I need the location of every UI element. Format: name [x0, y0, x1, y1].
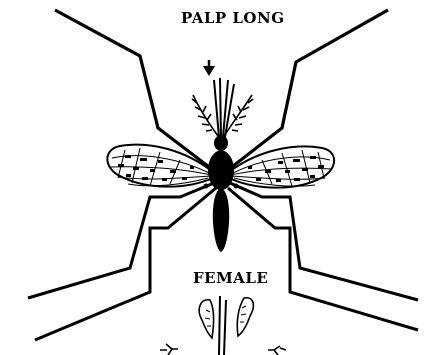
wing-right [229, 146, 334, 187]
hind-leg-right [228, 188, 418, 330]
middle-leg-left [28, 183, 214, 298]
thorax [208, 150, 234, 190]
wing-left [107, 145, 213, 187]
hind-leg-left [35, 188, 216, 340]
female-label: FEMALE [193, 269, 268, 287]
pointer-arrow-icon [203, 60, 215, 76]
antenna-left [192, 95, 218, 136]
palp-long-label: PALP LONG [181, 9, 285, 27]
abdomen [213, 188, 229, 252]
female-head-partial [160, 296, 286, 355]
head [214, 135, 228, 151]
palps-and-proboscis [214, 78, 234, 137]
